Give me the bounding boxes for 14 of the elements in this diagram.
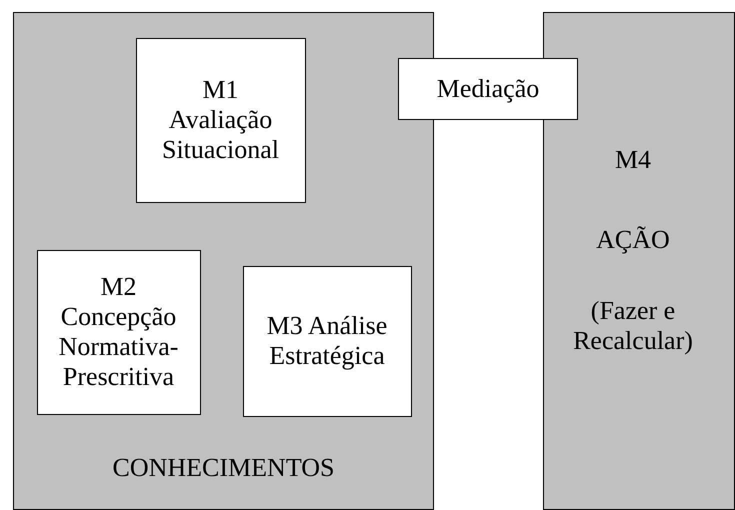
mediation-box xyxy=(398,58,578,120)
node-label: M2 Concepção Normativa-Prescritiva xyxy=(58,272,180,392)
action-panel xyxy=(543,12,735,510)
knowledge-panel xyxy=(13,12,434,510)
node-label: M4 xyxy=(614,145,652,175)
module-box xyxy=(136,38,306,202)
node-label: CONHECIMENTOS xyxy=(112,453,336,483)
node-label: M3 Análise Estratégica xyxy=(266,311,388,371)
node-label: AÇÃO xyxy=(595,225,671,255)
node-label: Mediação xyxy=(436,74,540,104)
node-label: (Fazer e Recalcular) xyxy=(572,296,694,356)
module-box xyxy=(242,266,412,416)
module-box xyxy=(36,250,200,414)
node-label: M1 Avaliação Situacional xyxy=(161,75,280,165)
